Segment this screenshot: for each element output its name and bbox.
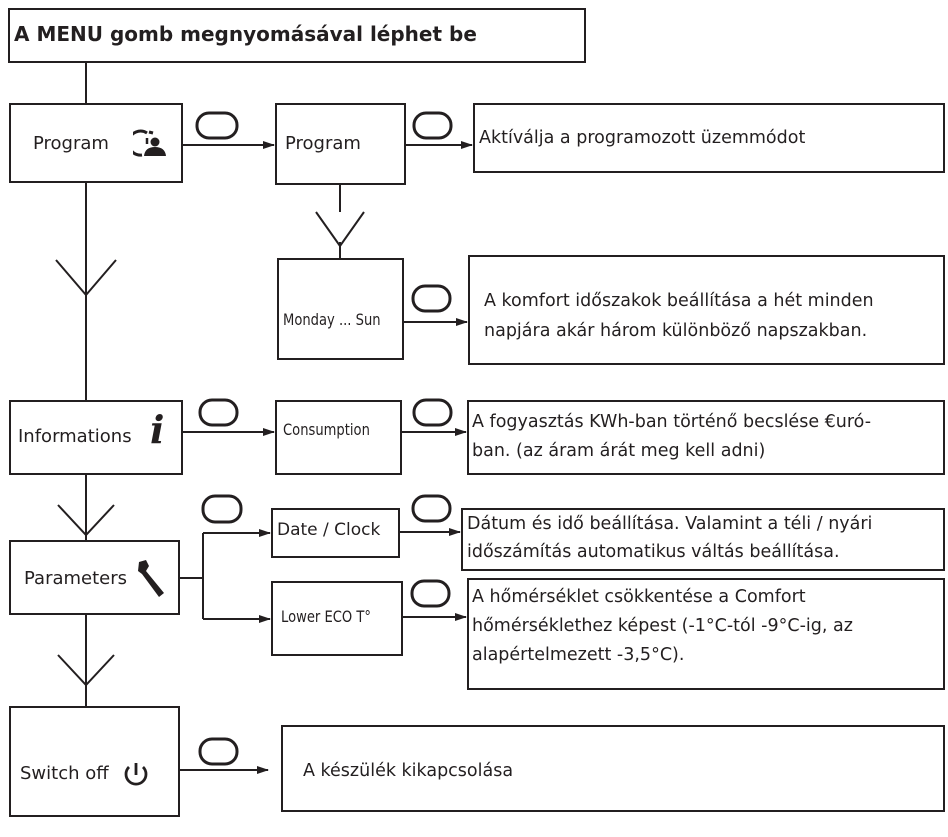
description-program-box — [473, 103, 945, 173]
description-days-box — [468, 255, 945, 365]
description-switch-off-text: A készülék kikapcsolása — [303, 761, 514, 781]
power-icon — [124, 763, 148, 786]
menu-entry-header — [8, 8, 586, 63]
ok-button-icon — [195, 111, 239, 140]
description-date-line-2: időszámítás automatikus váltás beállítás… — [467, 542, 840, 562]
header-bold-text: A MENU — [14, 22, 103, 46]
description-eco-line-3: alapértelmezett -3,5°C). — [472, 645, 685, 665]
menu-parameters-label: Parameters — [24, 568, 128, 589]
description-days-line-1: A komfort időszakok beállítása a hét min… — [484, 291, 874, 311]
ok-button-icon — [198, 398, 239, 427]
ok-button-icon — [412, 111, 453, 140]
description-date-box — [461, 508, 945, 571]
description-days-line-2: napjára akár három különböző napszakban. — [484, 321, 868, 341]
submenu-date-clock-box[interactable] — [271, 508, 400, 558]
submenu-lower-eco-box[interactable] — [271, 581, 403, 656]
ok-button-icon — [411, 494, 452, 523]
description-consumption-box — [467, 400, 945, 475]
description-consumption-line-1: A fogyasztás KWh-ban történő becslése €u… — [472, 412, 872, 432]
menu-switch-off-box[interactable] — [9, 706, 180, 817]
menu-informations-box[interactable] — [9, 400, 183, 475]
ok-button-icon — [412, 398, 453, 427]
submenu-days-box[interactable] — [277, 258, 404, 360]
submenu-lower-eco-label: Lower ECO T° — [281, 607, 371, 626]
down-chevron-icon — [55, 259, 117, 297]
submenu-program-label: Program — [285, 133, 361, 154]
submenu-consumption-box[interactable] — [275, 400, 402, 475]
description-program-text: Aktíválja a programozott üzemmódot — [479, 128, 806, 148]
ok-button-icon — [201, 494, 243, 524]
description-date-line-1: Dátum és idő beállítása. Valamint a téli… — [467, 514, 873, 534]
menu-switch-off-label: Switch off — [20, 763, 109, 784]
submenu-date-clock-label: Date / Clock — [277, 520, 381, 540]
header-title: A MENU gomb megnyomásával léphet be — [14, 22, 477, 46]
menu-parameters-box[interactable] — [9, 540, 180, 615]
ok-button-icon — [411, 284, 452, 313]
ok-button-icon — [198, 737, 239, 766]
submenu-consumption-label: Consumption — [283, 420, 370, 439]
description-eco-box — [467, 578, 945, 690]
clock-person-icon — [133, 129, 166, 157]
wrench-icon — [138, 560, 164, 597]
menu-program-label: Program — [33, 133, 109, 154]
down-chevron-icon — [57, 504, 115, 537]
down-chevron-icon — [315, 211, 365, 248]
header-rest-text: gomb megnyomásával léphet be — [102, 22, 477, 46]
menu-informations-label: Informations — [18, 426, 132, 447]
info-icon: i — [150, 407, 165, 452]
submenu-days-label: Monday ... Sun — [283, 310, 381, 329]
submenu-program-box[interactable] — [275, 103, 406, 185]
down-chevron-icon — [57, 654, 115, 687]
description-eco-line-2: hőmérséklethez képest (-1°C-tól -9°C-ig,… — [472, 616, 853, 636]
ok-button-icon — [410, 579, 451, 608]
description-switch-off-box — [281, 725, 945, 812]
description-eco-line-1: A hőmérséklet csökkentése a Comfort — [472, 587, 806, 607]
description-consumption-line-2: ban. (az áram árát meg kell adni) — [472, 441, 766, 461]
